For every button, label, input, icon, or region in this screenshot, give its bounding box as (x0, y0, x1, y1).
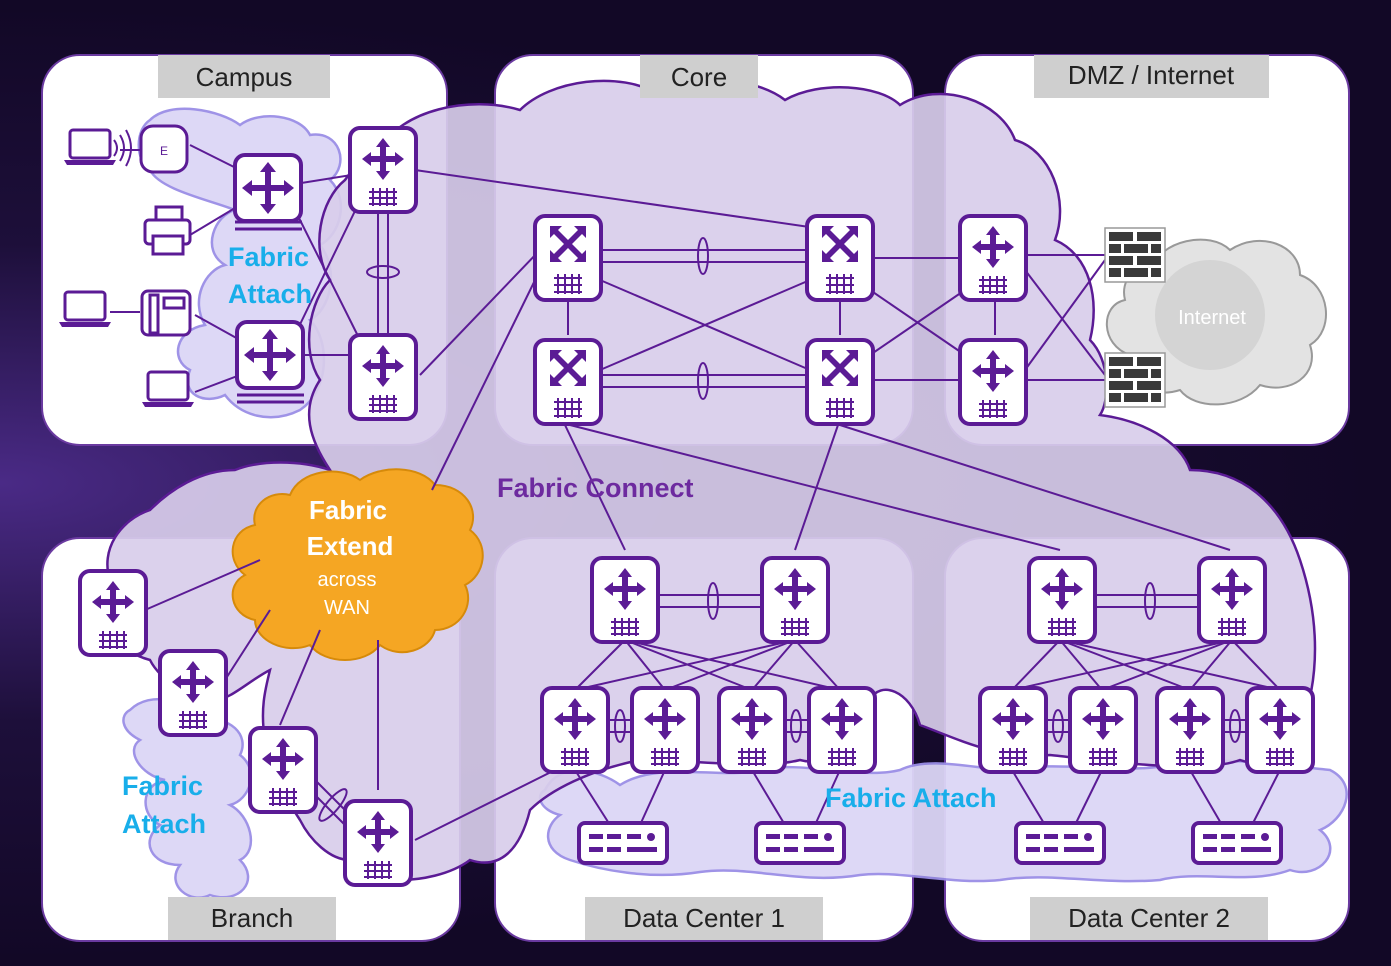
svg-text:E: E (160, 144, 168, 158)
branch-switch-2[interactable] (158, 649, 228, 737)
links (110, 144, 1281, 841)
campus-fabric-switch-2[interactable] (348, 333, 418, 421)
dmz-label: DMZ / Internet (1068, 60, 1235, 90)
dc2-leaf-1[interactable] (978, 686, 1048, 774)
branch-label: Branch (211, 903, 293, 933)
fabric-extend-cloud (231, 468, 484, 661)
dmz-tab (1034, 55, 1269, 98)
dc1-spine-1[interactable] (590, 556, 660, 644)
server-icon[interactable] (577, 821, 669, 865)
fabric-extend-line3: across (318, 569, 377, 591)
dmz-switch-1[interactable] (958, 214, 1028, 302)
dc2-label: Data Center 2 (1068, 903, 1230, 933)
core-router-1[interactable] (533, 214, 603, 302)
dc1-label: Data Center 1 (623, 903, 785, 933)
dc2-leaf-4[interactable] (1245, 686, 1315, 774)
dc-fabric-attach-label: Fabric Attach (825, 783, 997, 813)
dc2-spine-1[interactable] (1027, 556, 1097, 644)
internet-label: Internet (1178, 307, 1246, 329)
branch-attach-cloud (122, 697, 253, 899)
dc1-leaf-1[interactable] (540, 686, 610, 774)
dc2-tab (1030, 897, 1268, 940)
dc1-tab (585, 897, 823, 940)
dc1-leaf-4[interactable] (807, 686, 877, 774)
campus-fabric-attach-line1: Fabric (228, 242, 309, 272)
fabric-extend-line1: Fabric (309, 495, 387, 525)
core-label: Core (671, 62, 727, 92)
branch-tab (168, 897, 336, 940)
firewall-icon[interactable] (1104, 352, 1166, 408)
core-tab (640, 55, 758, 98)
dc2-leaf-3[interactable] (1155, 686, 1225, 774)
core-router-4[interactable] (805, 338, 875, 426)
server-icon[interactable] (754, 821, 846, 865)
campus-fabric-switch-1[interactable] (348, 126, 418, 214)
branch-switch-4[interactable] (343, 799, 413, 887)
dc1-leaf-2[interactable] (630, 686, 700, 774)
branch-switch-1[interactable] (78, 569, 148, 657)
globe-icon (1155, 260, 1265, 370)
lag-markers (318, 237, 1241, 822)
printer-icon[interactable] (143, 205, 192, 256)
campus-label: Campus (196, 62, 293, 92)
phone-icon[interactable] (140, 289, 192, 337)
fabric-extend-line4: WAN (324, 597, 370, 619)
branch-fabric-attach-line1: Fabric (122, 771, 203, 801)
campus-edge-switch-1[interactable] (233, 153, 303, 231)
campus-tab (158, 55, 330, 98)
branch-switch-3[interactable] (248, 726, 318, 814)
dc2-spine-2[interactable] (1197, 556, 1267, 644)
branch-fabric-attach-line2: Attach (122, 809, 206, 839)
wifi-icon (113, 129, 132, 167)
server-icon[interactable] (1014, 821, 1106, 865)
fabric-extend-line2: Extend (307, 531, 394, 561)
core-router-2[interactable] (805, 214, 875, 302)
access-point-icon[interactable]: E (139, 124, 189, 174)
dmz-switch-2[interactable] (958, 338, 1028, 426)
core-router-3[interactable] (533, 338, 603, 426)
dc1-spine-2[interactable] (760, 556, 830, 644)
campus-edge-switch-2[interactable] (235, 320, 305, 404)
campus-fabric-attach-line2: Attach (228, 279, 312, 309)
dc2-leaf-2[interactable] (1068, 686, 1138, 774)
fabric-connect-label: Fabric Connect (497, 473, 694, 503)
dc1-leaf-3[interactable] (717, 686, 787, 774)
firewall-icon[interactable] (1104, 227, 1166, 283)
server-icon[interactable] (1191, 821, 1283, 865)
